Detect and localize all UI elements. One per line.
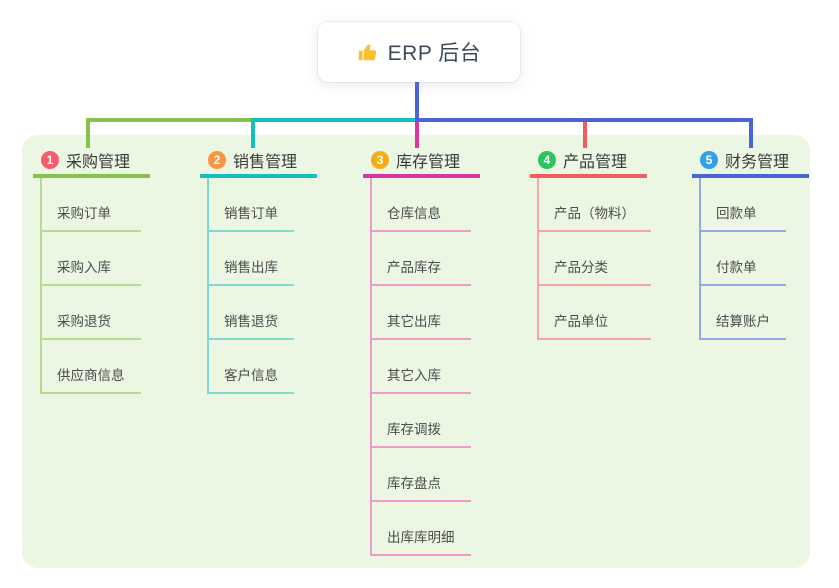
branch-label: 采购管理 xyxy=(66,154,131,171)
connector-branch-drop-5 xyxy=(749,118,753,148)
sub-node-label: 仓库信息 xyxy=(387,206,441,221)
sub-node-label: 采购订单 xyxy=(57,206,111,221)
sub-node-label: 采购入库 xyxy=(57,260,111,275)
branch-children: 销售订单销售出库销售退货客户信息 xyxy=(207,178,294,394)
connector-h-segment-5 xyxy=(415,118,753,122)
sub-node[interactable]: 采购入库 xyxy=(42,232,141,286)
branch-node-2[interactable]: 2 销售管理 xyxy=(200,148,317,178)
connector-h-segment-1 xyxy=(86,118,251,122)
sub-node[interactable]: 结算账户 xyxy=(701,286,786,340)
sub-node-label: 销售出库 xyxy=(224,260,278,275)
sub-node[interactable]: 销售退货 xyxy=(209,286,294,340)
sub-node[interactable]: 销售订单 xyxy=(209,178,294,232)
sub-node-label: 其它出库 xyxy=(387,314,441,329)
sub-node-label: 供应商信息 xyxy=(57,368,125,383)
sub-node-label: 客户信息 xyxy=(224,368,278,383)
sub-node[interactable]: 产品单位 xyxy=(539,286,651,340)
sub-node-label: 库存盘点 xyxy=(387,476,441,491)
sub-node[interactable]: 付款单 xyxy=(701,232,786,286)
connector-h-segment-2 xyxy=(251,118,415,122)
sub-node-label: 付款单 xyxy=(716,260,757,275)
sub-node-label: 产品单位 xyxy=(554,314,608,329)
thumbs-up-icon xyxy=(357,41,379,63)
sub-node-label: 销售订单 xyxy=(224,206,278,221)
branch-1: 1 采购管理采购订单采购入库采购退货供应商信息 xyxy=(33,148,150,394)
sub-node[interactable]: 其它入库 xyxy=(372,340,471,394)
connector-branch-drop-1 xyxy=(86,118,90,148)
connector-branch-drop-3 xyxy=(415,122,419,148)
branch-label: 产品管理 xyxy=(563,154,628,171)
branch-node-5[interactable]: 5 财务管理 xyxy=(692,148,809,178)
sub-node[interactable]: 采购订单 xyxy=(42,178,141,232)
branch-3: 3 库存管理仓库信息产品库存其它出库其它入库库存调拨库存盘点出库库明细 xyxy=(363,148,480,556)
sub-node-label: 出库库明细 xyxy=(387,530,455,545)
sub-node-label: 回款单 xyxy=(716,206,757,221)
sub-node[interactable]: 其它出库 xyxy=(372,286,471,340)
sub-node-label: 销售退货 xyxy=(224,314,278,329)
branch-number-badge: 4 xyxy=(538,151,556,169)
branch-number-badge: 2 xyxy=(208,151,226,169)
branch-children: 仓库信息产品库存其它出库其它入库库存调拨库存盘点出库库明细 xyxy=(370,178,471,556)
sub-node[interactable]: 回款单 xyxy=(701,178,786,232)
branch-number-badge: 3 xyxy=(371,151,389,169)
sub-node[interactable]: 库存调拨 xyxy=(372,394,471,448)
sub-node-label: 其它入库 xyxy=(387,368,441,383)
sub-node-label: 产品分类 xyxy=(554,260,608,275)
branch-node-3[interactable]: 3 库存管理 xyxy=(363,148,480,178)
sub-node[interactable]: 库存盘点 xyxy=(372,448,471,502)
sub-node-label: 结算账户 xyxy=(716,314,770,329)
sub-node[interactable]: 供应商信息 xyxy=(42,340,141,394)
root-node-label: ERP 后台 xyxy=(387,42,482,65)
sub-node-label: 产品库存 xyxy=(387,260,441,275)
sub-node-label: 库存调拨 xyxy=(387,422,441,437)
root-node[interactable]: ERP 后台 xyxy=(318,22,520,82)
branch-children: 回款单付款单结算账户 xyxy=(699,178,786,340)
branch-children: 产品（物料） 产品分类产品单位 xyxy=(537,178,651,340)
sub-node[interactable]: 客户信息 xyxy=(209,340,294,394)
connector-branch-drop-2 xyxy=(251,118,255,148)
branch-2: 2 销售管理销售订单销售出库销售退货客户信息 xyxy=(200,148,317,394)
branches-panel xyxy=(22,135,810,568)
branch-label: 财务管理 xyxy=(725,154,790,171)
branch-number-badge: 5 xyxy=(700,151,718,169)
branch-4: 4 产品管理产品（物料） 产品分类产品单位 xyxy=(530,148,651,340)
branch-label: 库存管理 xyxy=(396,154,461,171)
branch-number-badge: 1 xyxy=(41,151,59,169)
sub-node[interactable]: 产品（物料） xyxy=(539,178,651,232)
sub-node-label: 采购退货 xyxy=(57,314,111,329)
sub-node[interactable]: 采购退货 xyxy=(42,286,141,340)
branch-node-4[interactable]: 4 产品管理 xyxy=(530,148,647,178)
sub-node[interactable]: 仓库信息 xyxy=(372,178,471,232)
sub-node[interactable]: 产品库存 xyxy=(372,232,471,286)
branch-children: 采购订单采购入库采购退货供应商信息 xyxy=(40,178,141,394)
branch-label: 销售管理 xyxy=(233,154,298,171)
sub-node-label: 产品（物料） xyxy=(554,206,635,221)
sub-node[interactable]: 产品分类 xyxy=(539,232,651,286)
sub-node[interactable]: 销售出库 xyxy=(209,232,294,286)
sub-node[interactable]: 出库库明细 xyxy=(372,502,471,556)
connector-root-drop xyxy=(415,82,419,122)
branch-5: 5 财务管理回款单付款单结算账户 xyxy=(692,148,809,340)
connector-branch-drop-4 xyxy=(583,122,587,148)
branch-node-1[interactable]: 1 采购管理 xyxy=(33,148,150,178)
